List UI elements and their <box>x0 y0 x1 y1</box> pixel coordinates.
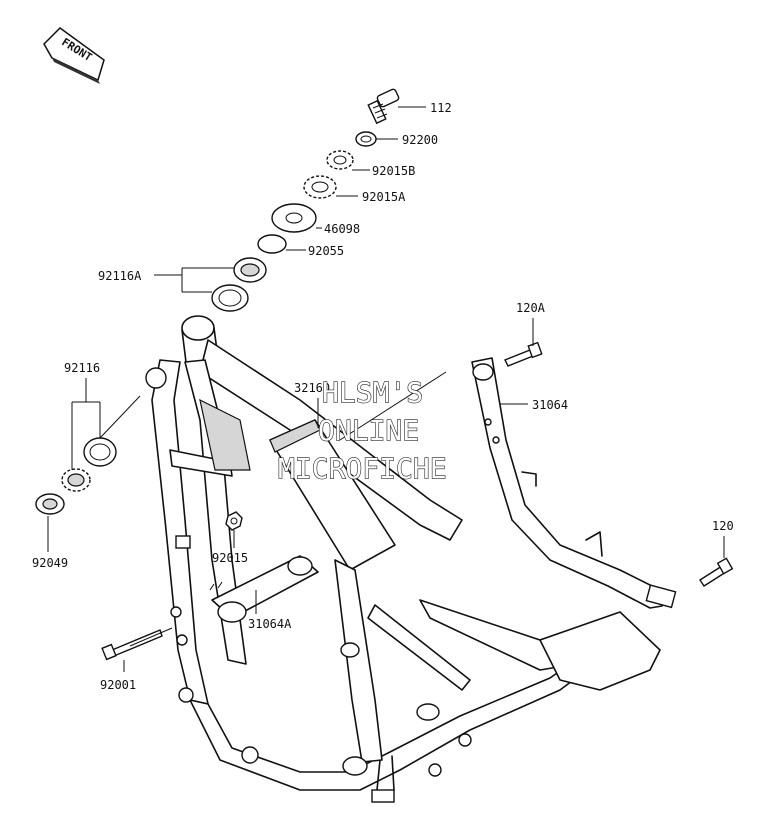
watermark-line1: HLSM'S <box>322 376 423 409</box>
engine-bracket-31064a <box>209 555 319 623</box>
frame-32160 <box>145 315 661 803</box>
nut-92015b-icon <box>326 150 354 170</box>
seal-92049-icon <box>35 493 65 515</box>
rear-frame-31064 <box>471 357 677 609</box>
cover-46098-icon <box>271 203 317 233</box>
watermark: HLSM'S ONLINE MICROFICHE <box>277 375 447 485</box>
watermark-line2: ONLINE <box>318 414 419 447</box>
callout-labels: 112 92200 92015B 92015A 46098 92055 9211… <box>32 101 734 692</box>
callout-92001: 92001 <box>100 678 136 692</box>
leader-lines <box>47 106 725 672</box>
callout-92015b: 92015B <box>372 164 415 178</box>
washer-92200-icon <box>355 131 377 147</box>
callout-92200: 92200 <box>402 133 438 147</box>
callout-32160: 32160 <box>294 381 330 395</box>
bearing-92116-icon <box>61 468 91 492</box>
watermark-line3: MICROFICHE <box>278 452 447 485</box>
nut-92015a-icon <box>303 175 337 199</box>
callout-92015: 92015 <box>212 551 248 565</box>
callout-92055: 92055 <box>308 244 344 258</box>
front-arrow-icon: FRONT <box>43 27 105 84</box>
race-92116-icon <box>83 437 117 467</box>
bearing-92116a-upper-icon <box>233 257 267 283</box>
oring-92055-icon <box>257 234 287 254</box>
bolt-120a-icon <box>504 341 543 367</box>
callout-112: 112 <box>430 101 452 115</box>
bolt-120-icon <box>699 557 734 587</box>
steering-stack <box>211 88 400 312</box>
callout-120: 120 <box>712 519 734 533</box>
callout-31064a: 31064A <box>248 617 292 631</box>
bolt-92001-icon <box>101 606 188 661</box>
callout-120a: 120A <box>516 301 546 315</box>
callout-92116: 92116 <box>64 361 100 375</box>
callout-31064: 31064 <box>532 398 568 412</box>
lower-bearing-set <box>35 437 117 515</box>
bolt-112-icon <box>367 88 400 125</box>
callout-92116a: 92116A <box>98 269 142 283</box>
nut-92015-icon <box>225 511 243 531</box>
race-92116a-lower-icon <box>211 284 249 312</box>
callout-92049: 92049 <box>32 556 68 570</box>
callout-46098: 46098 <box>324 222 360 236</box>
callout-92015a: 92015A <box>362 190 406 204</box>
